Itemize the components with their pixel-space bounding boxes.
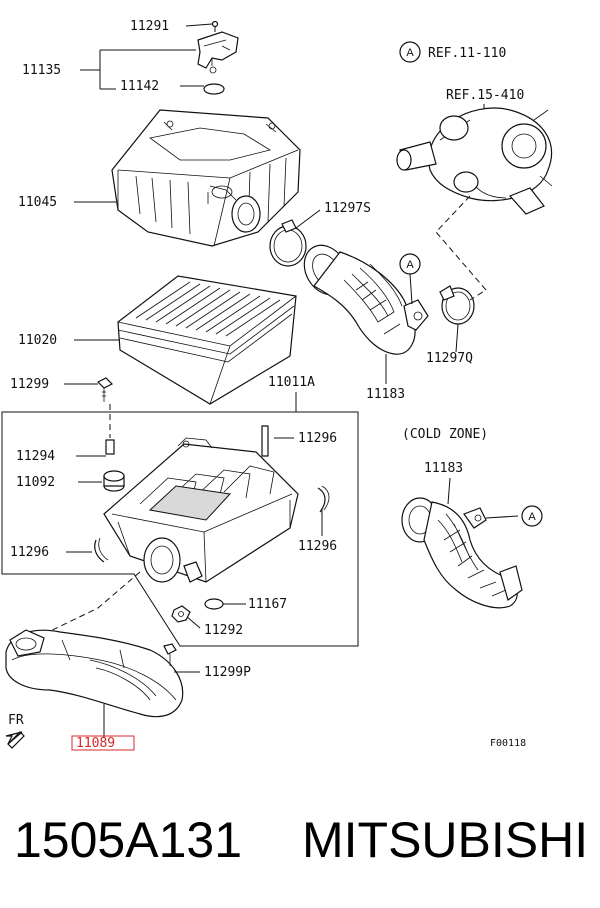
callout-11092: 11092 (16, 475, 55, 490)
callout-11011A: 11011A (268, 375, 315, 390)
hose-clamp-11297Q[interactable] (439, 285, 475, 325)
callout-11296-top: 11296 (298, 431, 337, 446)
callout-11045: 11045 (18, 195, 57, 210)
callout-11183-main: 11183 (366, 387, 405, 402)
svg-text:A: A (406, 259, 414, 271)
bolt-11299[interactable] (96, 377, 114, 402)
clip-11296-top[interactable] (261, 425, 269, 457)
figure-code: F00118 (490, 738, 526, 749)
front-label: FR (8, 713, 24, 728)
collar-11294[interactable] (105, 404, 115, 455)
clip-11296-left[interactable] (94, 537, 109, 563)
ref-15-410: REF.15-410 (446, 88, 524, 103)
part-number: 1505A131 (14, 812, 243, 868)
callout-11299: 11299 (10, 377, 49, 392)
hose-clamp-11297S[interactable] (269, 219, 307, 267)
bolt-11299P[interactable] (163, 643, 177, 666)
callout-11294: 11294 (16, 449, 55, 464)
callout-11299P: 11299P (204, 665, 251, 680)
ref-marker-a-hose: A (399, 253, 421, 275)
inlet-hose-11183-cold-zone[interactable] (401, 497, 523, 609)
ref-marker-a-cold: A (521, 505, 543, 527)
ref-11-110: REF.11-110 (428, 46, 506, 61)
grommet-11092[interactable] (103, 470, 125, 492)
plate-11167[interactable] (204, 598, 224, 610)
o-ring-11142[interactable] (203, 83, 225, 95)
callout-11183-cold: 11183 (424, 461, 463, 476)
turbocharger[interactable] (396, 107, 553, 215)
highlight-box-11089 (71, 735, 135, 751)
clip-11296-right[interactable] (317, 485, 330, 513)
callout-11297S: 11297S (324, 201, 371, 216)
nut-11292[interactable] (171, 605, 191, 623)
callout-11167: 11167 (248, 597, 287, 612)
screw-11291[interactable] (211, 20, 219, 33)
assembly-bracket-11011A (1, 392, 359, 647)
callout-11020: 11020 (18, 333, 57, 348)
cold-zone-label: (COLD ZONE) (402, 427, 488, 442)
mass-airflow-sensor[interactable] (197, 31, 239, 74)
callout-11142: 11142 (120, 79, 159, 94)
air-cleaner-upper-case[interactable] (111, 109, 301, 247)
air-cleaner-lower-case[interactable] (103, 437, 299, 583)
svg-text:A: A (528, 511, 536, 523)
callout-11089: 11089 (76, 736, 115, 751)
callout-11297Q: 11297Q (426, 351, 473, 366)
front-arrow-icon (5, 731, 25, 749)
air-intake-duct-11089[interactable] (5, 629, 184, 718)
callout-11292: 11292 (204, 623, 243, 638)
brand-name: MITSUBISHI (302, 812, 589, 868)
air-filter-element[interactable] (117, 275, 297, 405)
inlet-hose-11183[interactable] (296, 237, 429, 355)
svg-text:A: A (406, 47, 414, 59)
callout-11135: 11135 (22, 63, 61, 78)
product-caption: 1505A131 MITSUBISHI (14, 805, 594, 875)
callout-11291: 11291 (130, 19, 169, 34)
callout-11296-right: 11296 (298, 539, 337, 554)
callout-11296-left: 11296 (10, 545, 49, 560)
ref-marker-a-top: A (399, 41, 421, 63)
